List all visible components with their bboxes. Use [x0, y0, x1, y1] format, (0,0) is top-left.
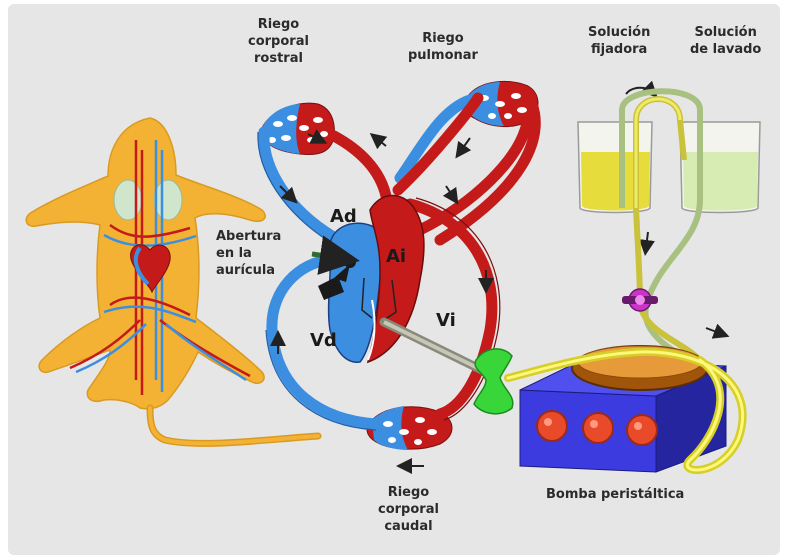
- chamber-label-ai: Ai: [386, 246, 406, 267]
- chamber-label-ad: Ad: [330, 206, 357, 227]
- chamber-label-vi: Vi: [436, 310, 456, 331]
- chamber-label-vd: Vd: [310, 330, 337, 351]
